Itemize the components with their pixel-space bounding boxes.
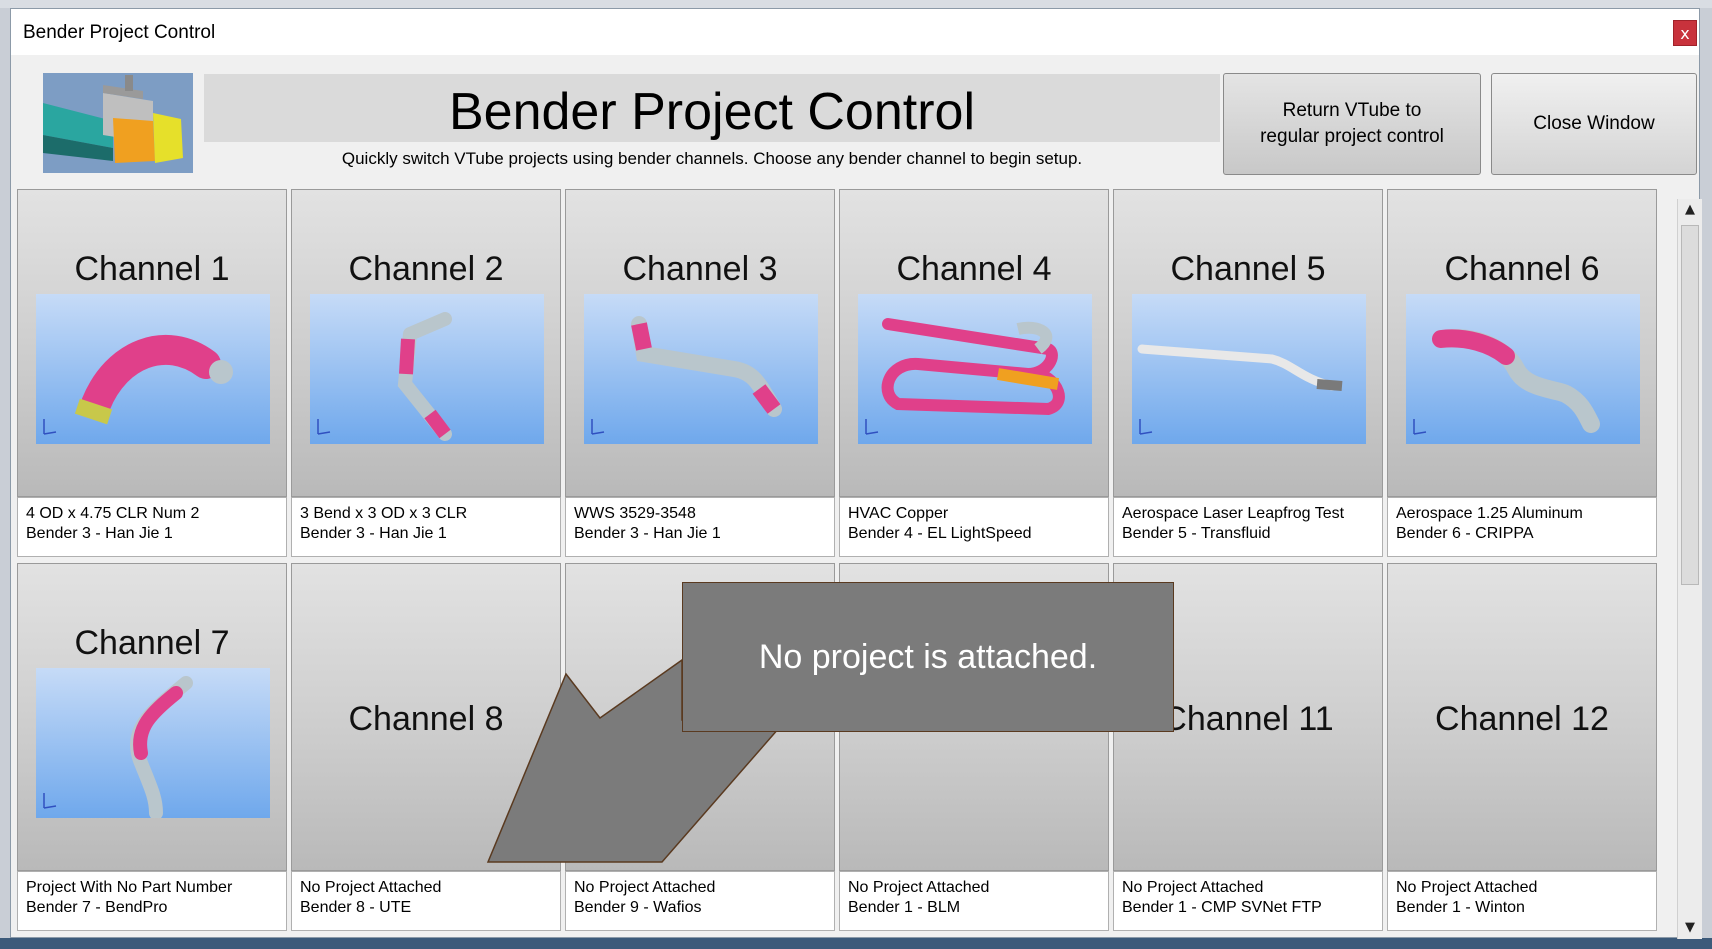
page-subtitle: Quickly switch VTube projects using bend… [341, 149, 1083, 168]
channel-part-preview [1132, 294, 1366, 444]
channel-name: Channel 3 [622, 250, 778, 288]
bender-project-control-window: Bender Project Control x Bender Project … [10, 8, 1702, 939]
channel-button-5[interactable]: Channel 5 [1113, 189, 1383, 497]
channel-name: Channel 6 [1444, 250, 1600, 288]
channel-project-name: Project With No Part Number [26, 879, 233, 896]
scroll-thumb[interactable] [1681, 225, 1699, 585]
channel-bender-name: Bender 1 - BLM [848, 899, 961, 916]
desktop-taskbar-strip [0, 938, 1712, 949]
channel-name: Channel 12 [1435, 700, 1609, 738]
channel-description[interactable]: 4 OD x 4.75 CLR Num 2 Bender 3 - Han Jie … [17, 497, 287, 557]
return-vtube-button[interactable]: Return VTube to regular project control [1223, 73, 1481, 175]
channel-part-preview [36, 668, 270, 818]
callout-text: No project is attached. [758, 637, 1098, 676]
channel-bender-name: Bender 8 - UTE [300, 899, 412, 916]
channel-bender-name: Bender 1 - CMP SVNet FTP [1122, 899, 1322, 916]
vertical-scrollbar[interactable]: ▲ ▼ [1677, 199, 1702, 939]
return-button-line-2: regular project control [1260, 126, 1444, 147]
channel-button-3[interactable]: Channel 3 [565, 189, 835, 497]
channel-name: Channel 11 [1162, 700, 1334, 738]
channel-project-name: HVAC Copper [848, 505, 949, 522]
callout-box: No project is attached. [682, 582, 1174, 732]
channel-bender-name: Bender 3 - Han Jie 1 [574, 525, 721, 542]
channel-part-preview [310, 294, 544, 444]
channel-button-4[interactable]: Channel 4 [839, 189, 1109, 497]
channel-project-name: No Project Attached [574, 879, 716, 896]
desktop-background-top [0, 0, 1712, 8]
channel-project-name: No Project Attached [1122, 879, 1264, 896]
channel-name: Channel 2 [348, 250, 504, 288]
channel-button-7[interactable]: Channel 7 [17, 563, 287, 871]
channel-part-preview [858, 294, 1092, 444]
channel-name: Channel 5 [1170, 250, 1326, 288]
window-close-button[interactable]: x [1673, 20, 1697, 46]
channel-name: Channel 4 [896, 250, 1052, 288]
channel-bender-name: Bender 6 - CRIPPA [1396, 525, 1534, 542]
channel-project-name: No Project Attached [300, 879, 442, 896]
channel-button-8[interactable]: Channel 8 [291, 563, 561, 871]
channel-bender-name: Bender 3 - Han Jie 1 [26, 525, 173, 542]
channel-part-preview [1406, 294, 1640, 444]
scroll-down-icon[interactable]: ▼ [1685, 920, 1695, 935]
header-banner: Bender Project Control [204, 74, 1220, 142]
channel-button-2[interactable]: Channel 2 [291, 189, 561, 497]
channel-button-12[interactable]: Channel 12 [1387, 563, 1657, 871]
close-window-button[interactable]: Close Window [1491, 73, 1697, 175]
channel-project-name: 3 Bend x 3 OD x 3 CLR [300, 505, 468, 522]
channel-project-name: No Project Attached [1396, 879, 1538, 896]
channel-bender-name: Bender 9 - Wafios [574, 899, 702, 916]
channel-project-name: Aerospace 1.25 Aluminum [1396, 505, 1583, 522]
channel-bender-name: Bender 3 - Han Jie 1 [300, 525, 447, 542]
window-title: Bender Project Control [23, 22, 216, 43]
channel-part-preview [36, 294, 270, 444]
bender-machine-logo [43, 73, 193, 173]
channel-name: Channel 7 [74, 624, 230, 662]
channel-bender-name: Bender 1 - Winton [1396, 899, 1525, 916]
scroll-up-icon[interactable]: ▲ [1685, 202, 1695, 217]
channel-project-name: 4 OD x 4.75 CLR Num 2 [26, 505, 200, 522]
channel-description[interactable]: 3 Bend x 3 OD x 3 CLR Bender 3 - Han Jie … [291, 497, 561, 557]
channel-bender-name: Bender 4 - EL LightSpeed [848, 525, 1032, 542]
channel-bender-name: Bender 7 - BendPro [26, 899, 168, 916]
channel-project-name: No Project Attached [848, 879, 990, 896]
window-titlebar: Bender Project Control x [11, 9, 1699, 55]
page-title: Bender Project Control [448, 83, 976, 141]
channel-name: Channel 8 [348, 700, 504, 738]
channel-project-name: WWS 3529-3548 [574, 505, 696, 522]
channel-part-preview [584, 294, 818, 444]
channel-bender-name: Bender 5 - Transfluid [1122, 525, 1271, 542]
channel-button-6[interactable]: Channel 6 [1387, 189, 1657, 497]
channel-button-1[interactable]: Channel 1 [17, 189, 287, 497]
channel-project-name: Aerospace Laser Leapfrog Test [1122, 505, 1345, 522]
return-button-line-1: Return VTube to [1282, 100, 1422, 121]
channel-name: Channel 1 [74, 250, 230, 288]
